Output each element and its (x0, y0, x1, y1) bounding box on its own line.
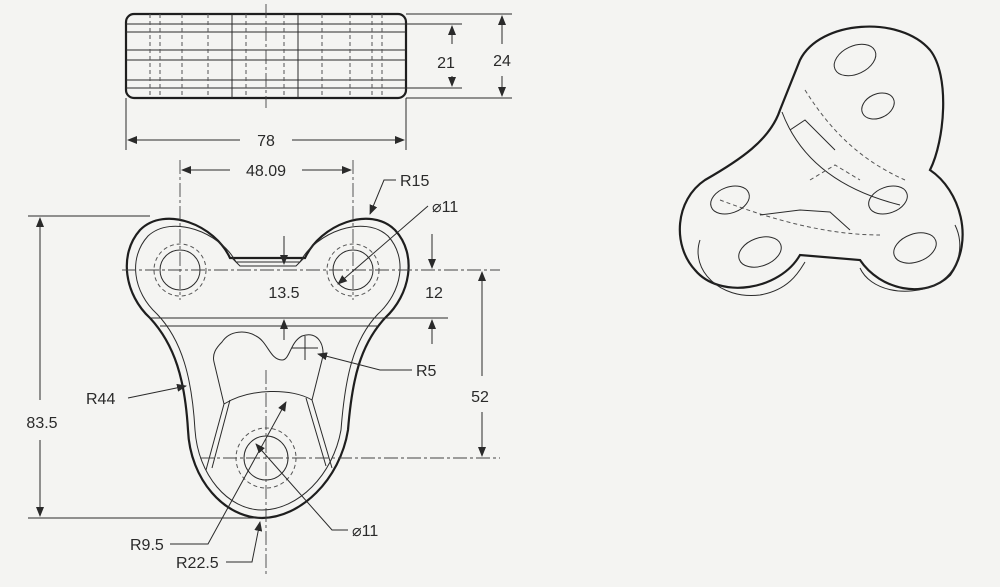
dim-dia11-top: ⌀11 (432, 199, 458, 216)
isometric-view (678, 25, 964, 297)
dim-78: 78 (257, 133, 275, 150)
dim-24: 24 (493, 53, 511, 70)
dim-83-5: 83.5 (26, 415, 57, 432)
front-view-outline (125, 217, 410, 520)
center-cutout (213, 331, 324, 405)
dim-r9-5: R9.5 (130, 537, 164, 554)
dim-r22-5: R22.5 (176, 555, 219, 572)
dim-r44: R44 (86, 391, 115, 408)
dim-12: 12 (425, 285, 443, 302)
dim-dia11-bottom: ⌀11 (352, 523, 378, 540)
dim-48-09: 48.09 (246, 163, 286, 180)
dim-21: 21 (437, 55, 455, 72)
front-view: 48.09 R15 ⌀11 13.5 12 R5 R44 83.5 52 (26, 160, 500, 575)
top-view: 21 24 78 (124, 4, 512, 150)
dim-r15: R15 (400, 173, 429, 190)
iso-hole-top (833, 43, 877, 77)
iso-hole-left (710, 185, 750, 215)
dim-52: 52 (471, 389, 489, 406)
dim-r5: R5 (416, 363, 437, 380)
iso-hole-right (868, 185, 908, 215)
dim-13-5: 13.5 (268, 285, 299, 302)
iso-body-top (678, 25, 964, 291)
